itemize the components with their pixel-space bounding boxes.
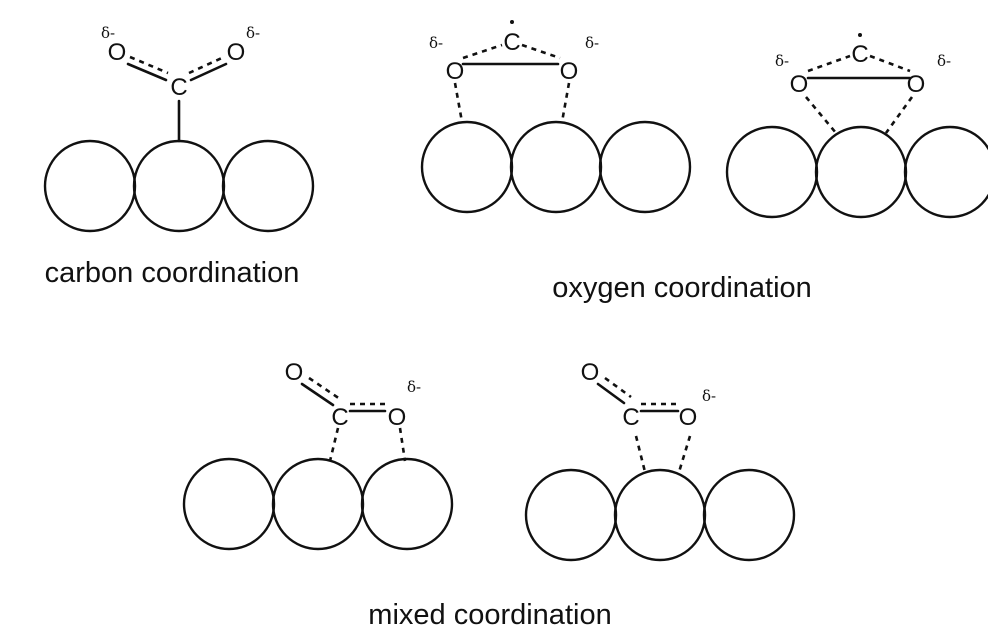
- oxygen-atom-label: O: [581, 359, 600, 386]
- surface-atom: [613, 468, 707, 562]
- radical-dot: [858, 33, 862, 37]
- partial-charge-label: δ-: [937, 52, 951, 70]
- surface-atom: [43, 139, 137, 233]
- surface-atom: [702, 468, 796, 562]
- c-o-double-bond: [300, 382, 335, 407]
- radical-dot: [510, 20, 514, 24]
- oxygen-atom-label: O: [285, 359, 304, 386]
- surface-atom: [420, 120, 514, 214]
- surface-atom: [598, 120, 692, 214]
- carbon-atom-label: C: [170, 74, 187, 101]
- caption-carbon-coordination: carbon coordination: [45, 257, 300, 289]
- c-o-partial-bond: [462, 43, 503, 60]
- o-surface-bond: [805, 96, 837, 134]
- partial-charge-label: δ-: [585, 34, 599, 52]
- c-o-partial-bond: [521, 43, 561, 60]
- oxygen-atom-label: O: [907, 71, 926, 98]
- partial-charge-label: δ-: [101, 24, 115, 42]
- c-o-bond: [189, 62, 228, 82]
- panel-mixed-coordination-b: O C O δ-: [524, 359, 796, 562]
- c-o-double-bond: [596, 382, 626, 405]
- surface-atom: [509, 120, 603, 214]
- o-surface-bond: [453, 82, 464, 123]
- c-o-partial-bond: [308, 376, 341, 401]
- c-surface-bond: [634, 435, 647, 473]
- oxygen-atom-label: O: [108, 39, 127, 66]
- surface-atom: [271, 457, 365, 551]
- c-o-partial-bond: [604, 376, 632, 399]
- o-surface-bond: [398, 427, 407, 462]
- surface-atom: [360, 457, 454, 551]
- carbon-atom-label: C: [851, 41, 868, 68]
- c-o-partial-bond: [129, 55, 169, 75]
- panel-oxygen-coordination-a: O C O δ- δ-: [420, 20, 692, 214]
- c-o-partial-bond: [869, 54, 911, 73]
- partial-charge-label: δ-: [702, 387, 716, 405]
- o-surface-bond: [677, 435, 692, 473]
- carbon-atom-label: C: [503, 29, 520, 56]
- surface-atom: [132, 139, 226, 233]
- caption-mixed-coordination: mixed coordination: [368, 599, 611, 631]
- caption-oxygen-coordination: oxygen coordination: [552, 272, 812, 304]
- c-o-partial-bond: [807, 54, 851, 73]
- panel-mixed-coordination-a: O C O δ-: [182, 359, 454, 551]
- partial-charge-label: δ-: [429, 34, 443, 52]
- oxygen-atom-label: O: [790, 71, 809, 98]
- c-o-partial-bond: [188, 55, 225, 75]
- partial-charge-label: δ-: [407, 378, 421, 396]
- surface-atom: [182, 457, 276, 551]
- partial-charge-label: δ-: [246, 24, 260, 42]
- surface-atom: [903, 125, 988, 219]
- surface-atom: [524, 468, 618, 562]
- oxygen-atom-label: O: [388, 404, 407, 431]
- surface-atom: [725, 125, 819, 219]
- oxygen-atom-label: O: [446, 58, 465, 85]
- panel-oxygen-coordination-b: O C O δ- δ-: [725, 33, 988, 219]
- oxygen-atom-label: O: [679, 404, 698, 431]
- oxygen-atom-label: O: [560, 58, 579, 85]
- o-surface-bond: [884, 96, 914, 134]
- surface-atom: [221, 139, 315, 233]
- carbon-atom-label: C: [331, 404, 348, 431]
- c-surface-bond: [328, 427, 340, 462]
- oxygen-atom-label: O: [227, 39, 246, 66]
- panel-carbon-coordination: O C O δ- δ- carbon coordination: [43, 24, 315, 289]
- carbon-atom-label: C: [622, 404, 639, 431]
- o-surface-bond: [560, 82, 571, 123]
- surface-atom: [814, 125, 908, 219]
- partial-charge-label: δ-: [775, 52, 789, 70]
- c-o-bond: [126, 62, 168, 82]
